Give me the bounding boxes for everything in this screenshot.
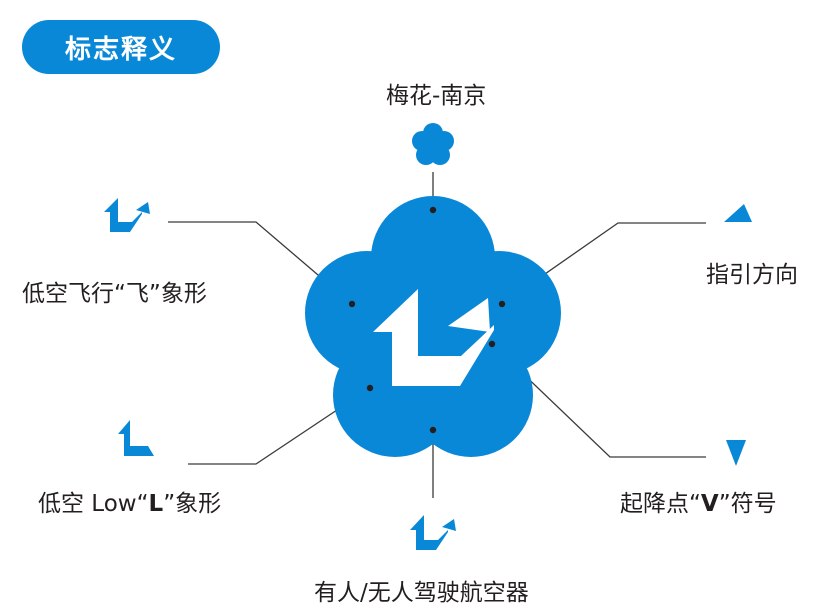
v-landing-icon	[726, 440, 746, 466]
label-fei-pictograph: 低空飞行“飞”象形	[22, 281, 207, 307]
direction-arrow-icon	[724, 204, 752, 222]
label-low-l-pictograph: 低空 Low“L”象形	[38, 484, 221, 518]
label-landing-v-suffix: ”符号	[718, 491, 777, 517]
label-landing-v-bold: V	[700, 491, 719, 517]
label-manned-unmanned-aircraft: 有人/无人驾驶航空器	[314, 580, 529, 606]
title-badge: 标志释义	[22, 20, 220, 74]
fei-glyph-icon	[104, 198, 150, 232]
label-plum-nanjing: 梅花-南京	[386, 83, 487, 109]
small-blossom-icon	[412, 123, 454, 165]
plum-blossom-logo	[305, 196, 561, 457]
label-guide-direction: 指引方向	[706, 262, 798, 288]
aircraft-glyph-icon	[410, 515, 456, 550]
l-glyph-icon	[118, 420, 154, 456]
logo-l-mark	[373, 289, 494, 386]
connector-left-lower	[188, 387, 371, 465]
label-landing-v-symbol: 起降点“V”符号	[620, 484, 777, 518]
anchor-dots	[348, 206, 506, 434]
label-low-l-bold: L	[148, 491, 164, 517]
label-landing-v-prefix: 起降点“	[620, 491, 701, 517]
label-low-l-prefix: 低空 Low“	[38, 491, 149, 517]
label-low-l-suffix: ”象形	[163, 491, 222, 517]
title-text: 标志释义	[64, 34, 177, 65]
